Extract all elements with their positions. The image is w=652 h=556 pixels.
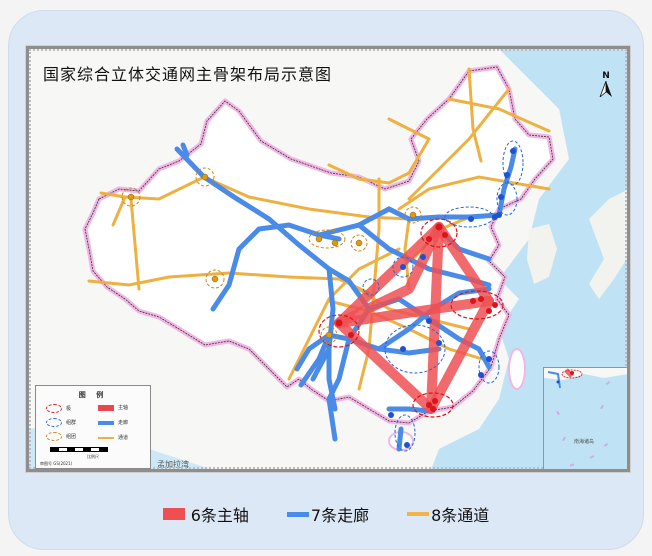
scale-label: 比例尺 [87, 454, 99, 459]
main-axes-swatch-icon [162, 508, 185, 520]
north-arrow-icon [599, 80, 612, 99]
map-title: 国家综合立体交通网主骨架布局示意图 [43, 65, 333, 84]
network-map [29, 49, 627, 469]
legend-item-corridors: 7条走廊 [286, 502, 370, 526]
corridor-swatch-icon [98, 420, 114, 425]
legend-row-corridor: 走廊 [98, 419, 128, 426]
group-ellipse-icon [46, 418, 62, 427]
legend-item-main-axes: 6条主轴 [162, 502, 249, 526]
pole-ellipse-icon [46, 404, 62, 413]
channels-layer [87, 67, 551, 391]
legend-label-group: 组群 [66, 420, 77, 426]
legend-label-main-axes: 6条主轴 [190, 506, 249, 525]
japan [589, 190, 627, 299]
legend-note: 审图号 GS(2021) [40, 461, 73, 466]
legend-label-cluster: 组团 [66, 434, 77, 440]
legend-title: 图 例 [78, 391, 108, 399]
legend-label-corridors: 7条走廊 [310, 506, 370, 525]
legend-label-channel: 通道 [118, 435, 129, 441]
korean-peninsula [527, 224, 557, 284]
legend-label-channels: 8条通道 [431, 506, 490, 525]
north-label: N [602, 71, 610, 81]
legend-row-main-axis: 主轴 [98, 404, 128, 411]
channel-swatch-icon [98, 436, 114, 439]
taiwan-island [508, 348, 526, 390]
main-axis-swatch-icon [98, 404, 114, 411]
cluster-ellipse-icon [46, 432, 62, 441]
cluster-nodes [127, 173, 417, 339]
corridors-swatch-icon [286, 511, 309, 517]
south-china-sea-inset: 南海诸岛 [543, 367, 627, 469]
cluster-ellipses [121, 167, 422, 344]
channels-swatch-icon [407, 512, 430, 516]
legend-row-group: 组群 [46, 418, 76, 427]
sea-label-inset: 南海诸岛 [574, 439, 595, 445]
legend-row-pole: 极 [46, 404, 71, 413]
legend-row-cluster: 组团 [46, 432, 76, 441]
bottom-legend: 6条主轴 7条走廊 8条通道 [0, 502, 652, 526]
group-ellipses [362, 140, 524, 452]
pole-nodes [335, 223, 498, 412]
sea-label-bay-of-bengal: 孟加拉湾 [157, 460, 189, 469]
pole-ellipses [318, 218, 504, 418]
legend-label-corridor: 走廊 [118, 420, 129, 426]
legend-item-channels: 8条通道 [407, 502, 489, 526]
legend-label-main-axis: 主轴 [118, 405, 129, 411]
map-frame: 国家综合立体交通网主骨架布局示意图 N 孟加拉湾 图 例 极 主轴 组群 走廊 … [25, 45, 631, 473]
legend-label-pole: 极 [66, 406, 72, 412]
legend-row-channel: 通道 [98, 434, 128, 441]
map-legend: 图 例 极 主轴 组群 走廊 组团 通道 比例尺 审图号 GS(2021) [35, 385, 151, 469]
north-arrow: N [599, 71, 613, 99]
group-nodes [388, 148, 516, 448]
scale-bar [50, 447, 108, 452]
inset-map [544, 368, 627, 467]
